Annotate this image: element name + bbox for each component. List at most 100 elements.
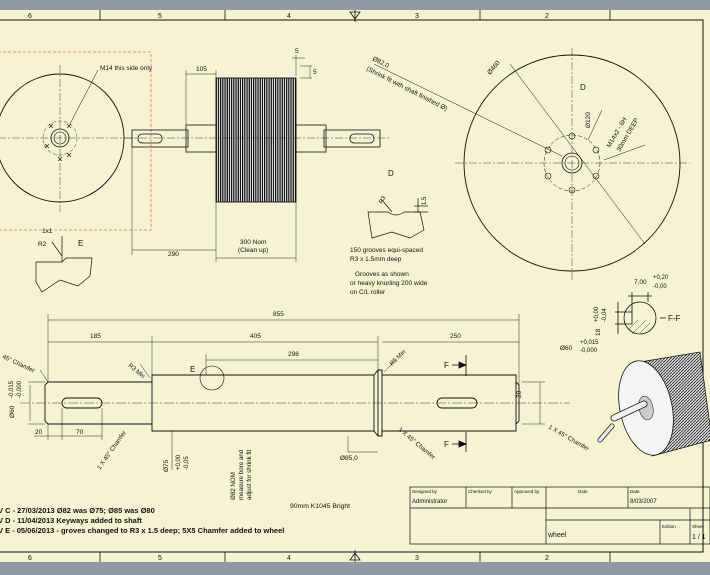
groove-depth: 1.5 xyxy=(422,196,428,205)
zone-label: 5 xyxy=(158,13,162,20)
tolerance-d60-left: -0,015 xyxy=(9,380,15,398)
dimension-290: 290 xyxy=(168,251,179,258)
dimension-20: 20 xyxy=(516,390,523,398)
zone-label: 2 xyxy=(545,555,549,562)
dimension-d85: Ø85,0 xyxy=(340,455,358,462)
hub-circle xyxy=(543,134,601,192)
section-ff xyxy=(615,292,666,335)
zone-label: 2 xyxy=(545,13,549,20)
dimension-d75: Ø75 xyxy=(163,459,170,472)
dimension-d60-right: Ø60 xyxy=(560,345,573,352)
roller-shaft-side xyxy=(131,124,381,153)
zone-label: 6 xyxy=(28,13,32,20)
keyway-depth: 18 xyxy=(595,328,602,336)
title-sheet-label: Sheet xyxy=(692,524,705,529)
leader-m14 xyxy=(69,69,99,125)
tolerance-d75: +0,00 xyxy=(176,454,182,470)
detail-boundary xyxy=(0,51,152,231)
title-edition-label: Edition xyxy=(662,524,676,529)
zone-ticks xyxy=(99,10,611,562)
dimension-405: 405 xyxy=(250,333,261,340)
keyway-width-tol: -0,00 xyxy=(653,284,667,290)
title-date-label: Date xyxy=(578,489,588,494)
zone-label: 5 xyxy=(158,555,162,562)
hub-bore xyxy=(561,152,583,174)
zone-label: 3 xyxy=(415,555,419,562)
detail-e-label: E xyxy=(78,239,83,248)
zone-border xyxy=(0,19,704,553)
material-note: 90mm K1045 Bright xyxy=(290,503,350,510)
dimension-250: 250 xyxy=(450,333,461,340)
dimension-lines-roller xyxy=(131,55,312,262)
section-ff-label: F-F xyxy=(668,314,681,323)
dimension-298: 298 xyxy=(288,351,299,358)
bore-note: adjust for shrink fit xyxy=(246,450,253,500)
revision-note: V D - 11/04/2013 Keyways added to shaft xyxy=(0,516,142,525)
roller-grooved-body xyxy=(215,77,297,203)
dimension-5: 5 xyxy=(295,48,299,55)
detail-e xyxy=(35,236,93,293)
title-date-label: Date xyxy=(630,489,640,494)
hub-bore xyxy=(50,128,70,148)
bore-note: measure bore and xyxy=(238,449,245,500)
chamfer-1x1: 1x1 xyxy=(42,228,53,235)
dimension-d120: Ø120 xyxy=(585,112,592,128)
tolerance-d60-right: -0,000 xyxy=(580,348,598,354)
zone-label: 3 xyxy=(415,13,419,20)
tolerance-d75: -0,05 xyxy=(184,456,190,470)
zone-labels-bottom: 6 5 4 3 2 xyxy=(28,555,549,562)
dimension-300: 300 Nom xyxy=(240,239,266,246)
tolerance-d60-right: +0,015 xyxy=(580,340,599,346)
section-f-bottom: F xyxy=(444,440,449,449)
title-sheet: 1 / 1 xyxy=(692,534,706,541)
zone-labels-top: 6 5 4 3 2 xyxy=(28,13,549,20)
groove-note: Grooves as shown xyxy=(355,271,409,278)
detail-d-label: D xyxy=(388,169,394,178)
bolt-circle xyxy=(42,120,78,156)
dimension-300-note: (Clean up) xyxy=(238,247,268,254)
section-f-top: F xyxy=(444,361,449,370)
paper xyxy=(0,10,710,562)
detail-d-groove xyxy=(367,198,428,239)
keyway-width-tol: +0,20 xyxy=(653,275,669,281)
revision-note: V C - 27/03/2013 Ø82 was Ø75; Ø85 was Ø8… xyxy=(0,506,155,515)
detail-e-marker-label: E xyxy=(190,365,195,374)
title-designed-by: Administrator xyxy=(412,499,447,505)
keyway-depth-tol: -0,04 xyxy=(602,308,608,322)
dimension-185: 185 xyxy=(90,333,101,340)
radius-r2: R2 xyxy=(38,241,47,248)
groove-note: 150 grooves equi-spaced xyxy=(350,247,423,254)
dimension-lines-shaft xyxy=(28,314,545,470)
dimension-d60-left: Ø60 xyxy=(9,405,16,418)
title-block xyxy=(409,486,710,545)
dimension-20: 20 xyxy=(35,429,43,436)
revision-note: V E - 05/06/2013 - groves changed to R3 … xyxy=(0,526,284,535)
centering-mark-bottom-icon xyxy=(349,550,361,562)
zone-label: 6 xyxy=(28,555,32,562)
hub-bore-inner xyxy=(53,131,67,145)
keyway-depth-tol: +0,00 xyxy=(594,306,600,322)
dimension-855: 855 xyxy=(273,311,284,318)
radius-r3: R3 xyxy=(379,195,388,205)
groove-note: or heavy knurling 200 wide xyxy=(350,280,428,287)
dimension-105: 105 xyxy=(196,66,207,73)
title-designed-by-label: Designed by xyxy=(412,489,438,494)
hatch-icon xyxy=(627,319,651,335)
detail-e-marker xyxy=(199,365,225,391)
zone-label: 4 xyxy=(287,555,291,562)
hub-bore-inner xyxy=(564,155,580,171)
keyway-width: 7,00 xyxy=(634,279,647,286)
section-f-arrows xyxy=(452,355,468,452)
leader-lines-wheel xyxy=(373,63,646,245)
title-approved-by-label: Approved by xyxy=(514,489,540,494)
centering-mark-top-icon xyxy=(349,10,361,22)
bolt-holes xyxy=(44,123,72,162)
groove-note: R3 x 1.5mm deep xyxy=(350,256,402,263)
dimension-70: 70 xyxy=(76,429,84,436)
isometric-roller xyxy=(597,351,710,457)
zone-label: 4 xyxy=(287,13,291,20)
title-checked-by-label: Checked by xyxy=(468,489,493,494)
detail-d-marker: D xyxy=(580,83,586,92)
title-date: 8/03/2007 xyxy=(630,499,657,505)
